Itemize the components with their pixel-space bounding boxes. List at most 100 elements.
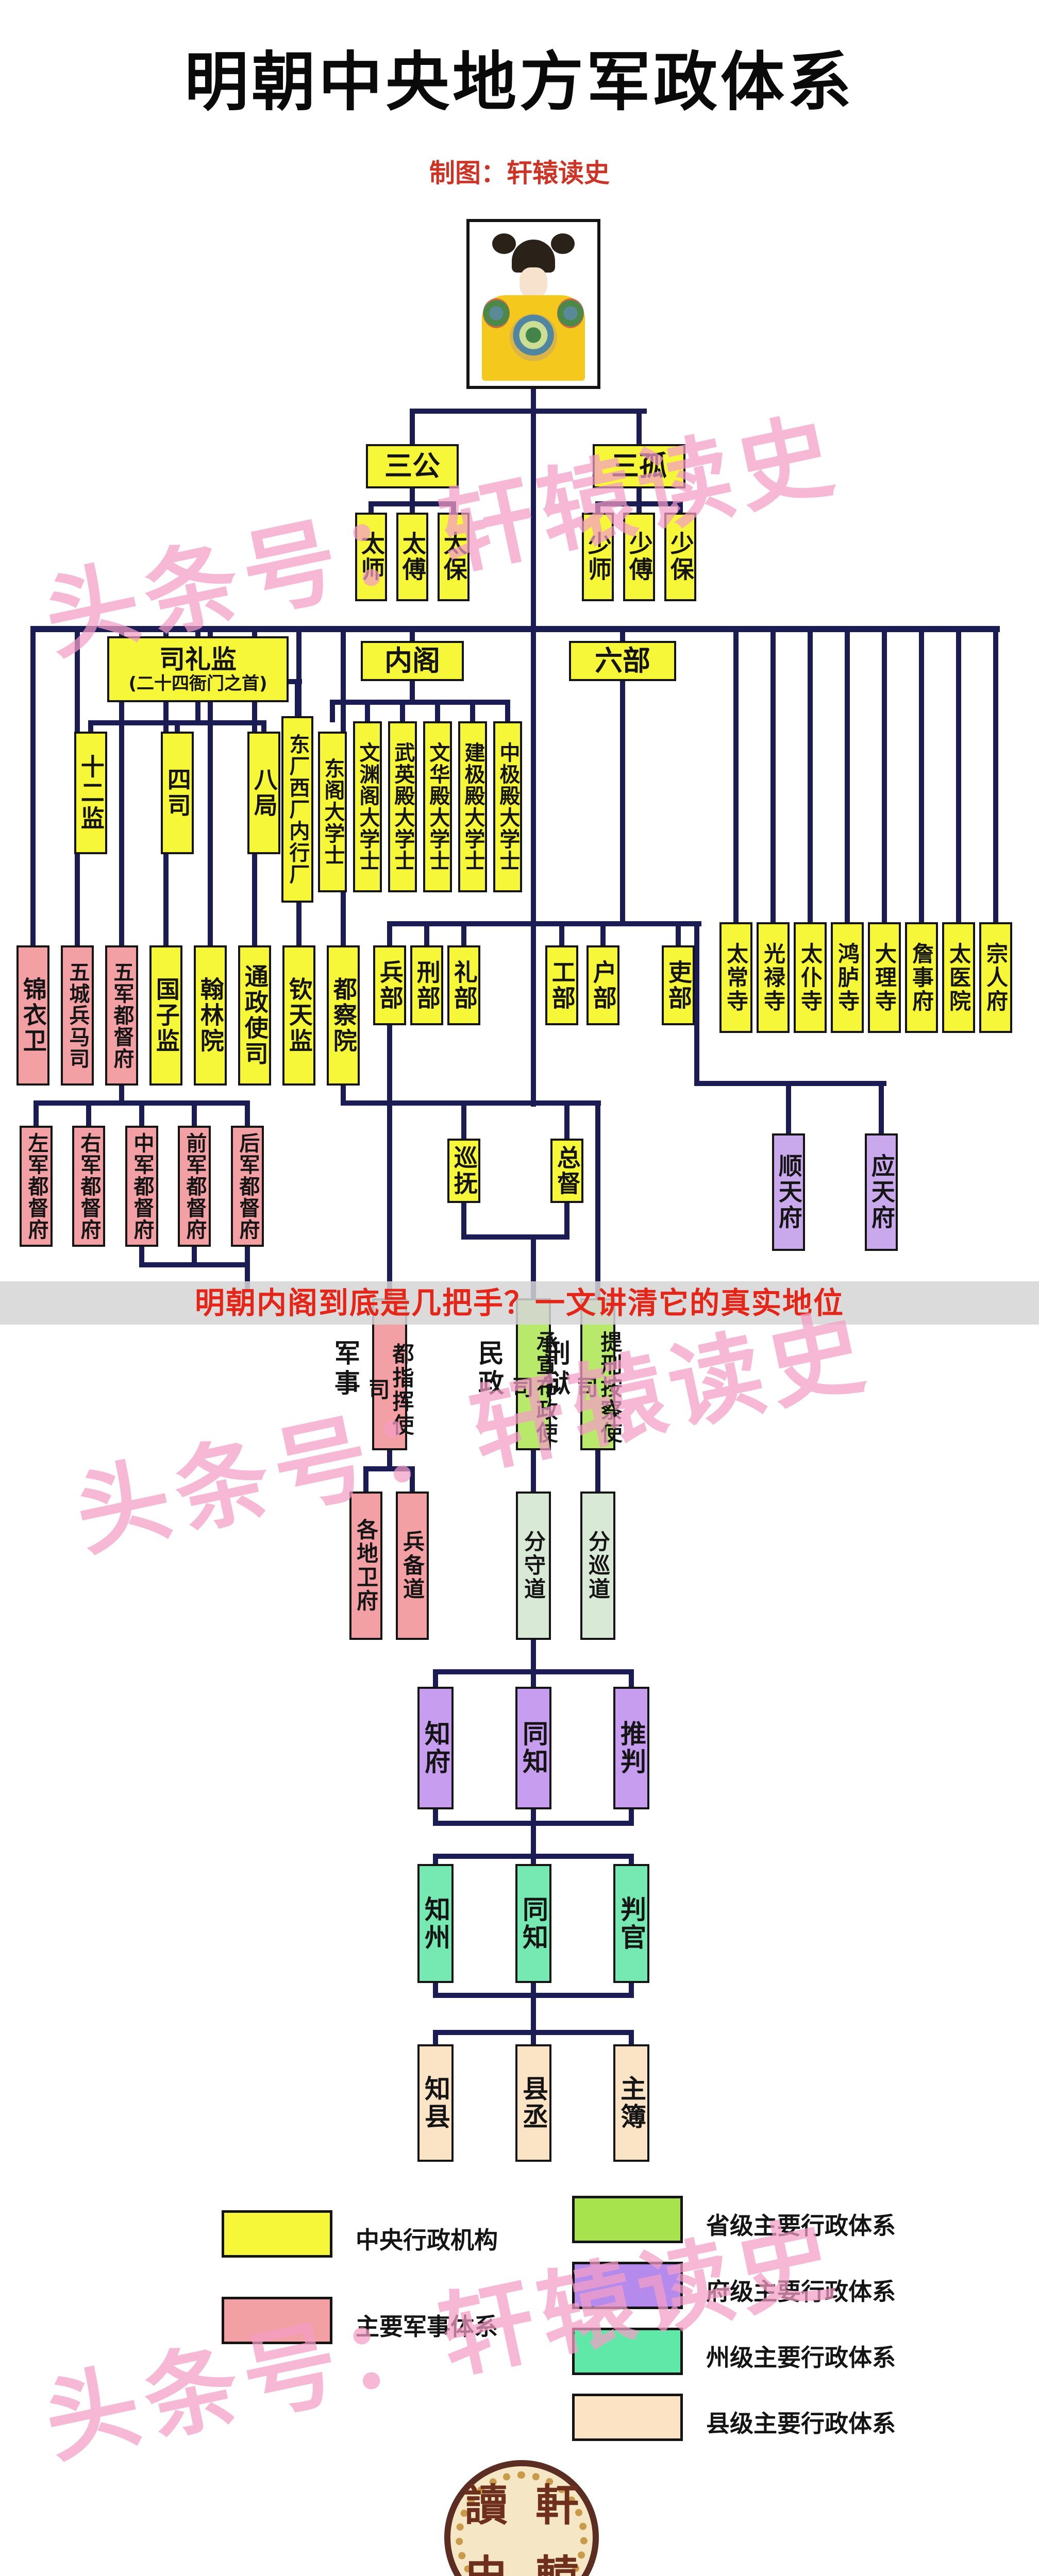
node-label: 都察院 [329, 977, 358, 1054]
node-label: 同知 [518, 1720, 548, 1776]
connector-line [410, 629, 415, 641]
node-label: 钦天监 [285, 977, 313, 1054]
connector-line [175, 720, 180, 733]
node-sangong: 三公 [366, 444, 459, 488]
connector-line [284, 679, 302, 684]
node-fenxundao: 分巡道 [580, 1492, 615, 1640]
node-label: 顺天府 [775, 1154, 803, 1231]
node-fenshoudao: 分守道 [516, 1492, 551, 1640]
node-label: 鸿胪寺 [834, 942, 860, 1013]
node-label: 太师 [357, 531, 386, 583]
node-hubu: 户部 [586, 945, 619, 1025]
node-neige: 内阁 [361, 641, 464, 681]
node-label: 太常寺 [723, 942, 749, 1013]
connector-line [505, 700, 510, 722]
connector-line [119, 626, 124, 946]
connector-line [531, 409, 536, 1107]
node-xingbu: 刑部 [410, 945, 443, 1025]
node-sisi: 四司 [161, 732, 194, 854]
node-label: 五军都督府 [110, 961, 134, 1070]
connector-line [365, 700, 370, 722]
connector-line [531, 1854, 536, 1866]
emperor-face [520, 267, 547, 299]
node-label: 建极殿大学士 [461, 742, 485, 872]
branch-label-military: 军事 [330, 1340, 360, 1399]
node-label: 中极殿大学士 [496, 742, 520, 872]
emperor-hat-wing-left [492, 233, 516, 254]
node-liubu: 六部 [569, 641, 676, 681]
node-label: 主簿 [616, 2075, 646, 2131]
node-label: 文华殿大学士 [426, 742, 450, 872]
node-label: 锦衣卫 [19, 977, 47, 1054]
connector-line [629, 1983, 634, 1997]
emperor-robe-shoulder-left [483, 298, 510, 328]
node-label: 太仆寺 [797, 942, 823, 1013]
node-label: 东厂西厂内行厂 [286, 734, 310, 885]
connector-line [387, 921, 701, 926]
node-label: 提刑按察使司 [573, 1330, 623, 1444]
node-dongge-daxueshi: 东阁大学士 [318, 732, 347, 892]
node-label: 知州 [421, 1895, 450, 1952]
connector-line [341, 1084, 346, 1104]
connector-line [368, 501, 374, 514]
node-youjun-dudufu: 右军都督府 [72, 1126, 105, 1247]
node-taishi: 太师 [355, 513, 387, 601]
connector-line [786, 1081, 791, 1134]
connector-line [363, 1466, 415, 1471]
connector-line [341, 1100, 601, 1106]
node-zhongjun-dudufu: 中军都督府 [125, 1126, 158, 1247]
node-bingbeidao: 兵备道 [396, 1492, 429, 1640]
node-baju: 八局 [247, 732, 280, 854]
connector-line [245, 1100, 250, 1127]
node-yingtianfu: 应天府 [865, 1133, 898, 1251]
node-sublabel: (二十四衙门之首) [128, 673, 267, 694]
connector-line [564, 1100, 569, 1140]
connector-line [245, 1246, 250, 1266]
connector-line [245, 1262, 250, 1293]
connector-line [564, 1202, 569, 1238]
connector-line [531, 2030, 536, 2045]
node-zuojun-dudufu: 左军都督府 [20, 1126, 53, 1247]
connector-line [531, 1821, 536, 1858]
node-label: 推判 [616, 1720, 646, 1776]
connector-line [845, 626, 850, 925]
connector-line [86, 1100, 91, 1127]
main-bus-line [31, 626, 1000, 632]
page-title: 明朝中央地方军政体系 [184, 45, 854, 120]
node-guozijian: 国子监 [149, 945, 182, 1086]
node-tongzhi-fu: 同知 [515, 1687, 551, 1809]
connector-line [629, 2030, 634, 2045]
node-label: 礼部 [450, 959, 478, 1011]
node-label: 少傅 [625, 531, 653, 583]
node-label: 后军都督府 [236, 1132, 260, 1241]
branch-label-civil: 民政 [474, 1340, 504, 1399]
connector-line [139, 1262, 250, 1267]
legend-label-military: 主要军事体系 [356, 2313, 498, 2341]
node-label: 詹事府 [909, 942, 934, 1013]
node-guanglusi: 光禄寺 [757, 922, 790, 1033]
connector-line [451, 501, 456, 514]
connector-line [595, 501, 683, 506]
node-label: 同知 [518, 1895, 548, 1952]
node-label: 八局 [250, 767, 278, 819]
connector-line [531, 1809, 536, 1825]
connector-line [993, 626, 998, 925]
connector-line [636, 487, 642, 514]
node-zhanshifu: 詹事府 [905, 922, 938, 1033]
node-label: 司礼监 [159, 644, 237, 674]
node-label: 户部 [589, 959, 617, 1011]
connector-line [461, 1100, 466, 1140]
legend-label-central: 中央行政机构 [356, 2226, 498, 2254]
node-label: 分守道 [521, 1530, 546, 1601]
connector-line [595, 1449, 600, 1495]
connector-line [629, 1809, 634, 1825]
node-wujundudufu: 五军都督府 [105, 945, 138, 1086]
publisher-logo-seal: 讀 軒 史 轅 [444, 2460, 599, 2576]
connector-line [261, 720, 266, 733]
node-zhizhou: 知州 [417, 1864, 454, 1983]
connector-line [620, 629, 625, 641]
connector-line [461, 921, 466, 946]
connector-line [400, 700, 405, 722]
node-clibu: 吏部 [662, 945, 695, 1025]
connector-line [531, 1234, 536, 1301]
